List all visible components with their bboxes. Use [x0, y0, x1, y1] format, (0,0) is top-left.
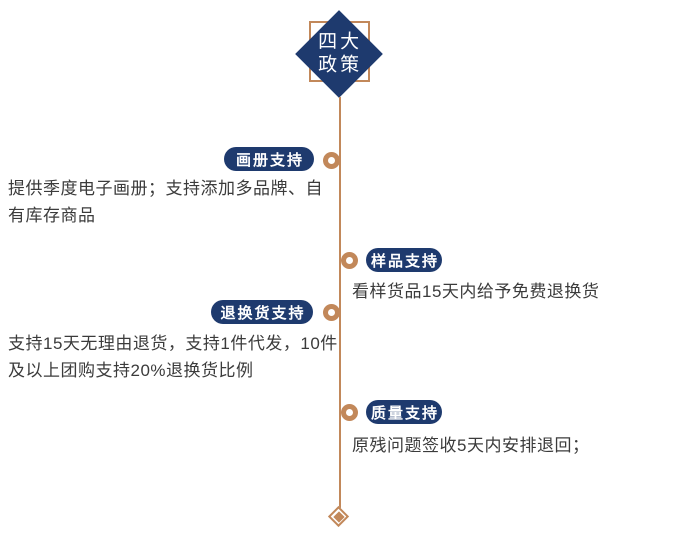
policy-desc-quality-line-1: 原残问题签收5天内安排退回；	[352, 436, 590, 455]
timeline-line	[339, 97, 341, 508]
timeline-node-returns	[323, 304, 340, 321]
policy-pill-returns: 退换货支持	[211, 300, 313, 324]
timeline-node-catalog	[323, 152, 340, 169]
policy-desc-quality: 原残问题签收5天内安排退回；	[352, 432, 589, 459]
policy-desc-catalog: 提供季度电子画册；支持添加多品牌、自 有库存商品	[8, 175, 323, 229]
policy-desc-sample: 看样货品15天内给予免费退换货	[352, 278, 599, 305]
page-title-line-2: 政策	[318, 54, 363, 76]
policy-desc-returns-line-2: 及以上团购支持20%退换货比例	[8, 361, 254, 380]
page-title: 四大 政策	[315, 31, 362, 77]
policy-desc-sample-line-1: 看样货品15天内给予免费退换货	[352, 282, 600, 301]
page-title-line-1: 四大	[318, 31, 363, 53]
policy-desc-catalog-line-2: 有库存商品	[8, 206, 96, 225]
policy-pill-catalog: 画册支持	[224, 147, 314, 171]
timeline-node-quality	[341, 404, 358, 421]
policy-desc-returns: 支持15天无理由退货，支持1件代发，10件 及以上团购支持20%退换货比例	[8, 330, 338, 384]
timeline-node-sample	[341, 252, 358, 269]
policy-pill-quality: 质量支持	[366, 400, 442, 424]
policy-pill-sample: 样品支持	[366, 248, 442, 272]
policy-desc-catalog-line-1: 提供季度电子画册；支持添加多品牌、自	[8, 179, 323, 198]
policy-desc-returns-line-1: 支持15天无理由退货，支持1件代发，10件	[8, 334, 338, 353]
